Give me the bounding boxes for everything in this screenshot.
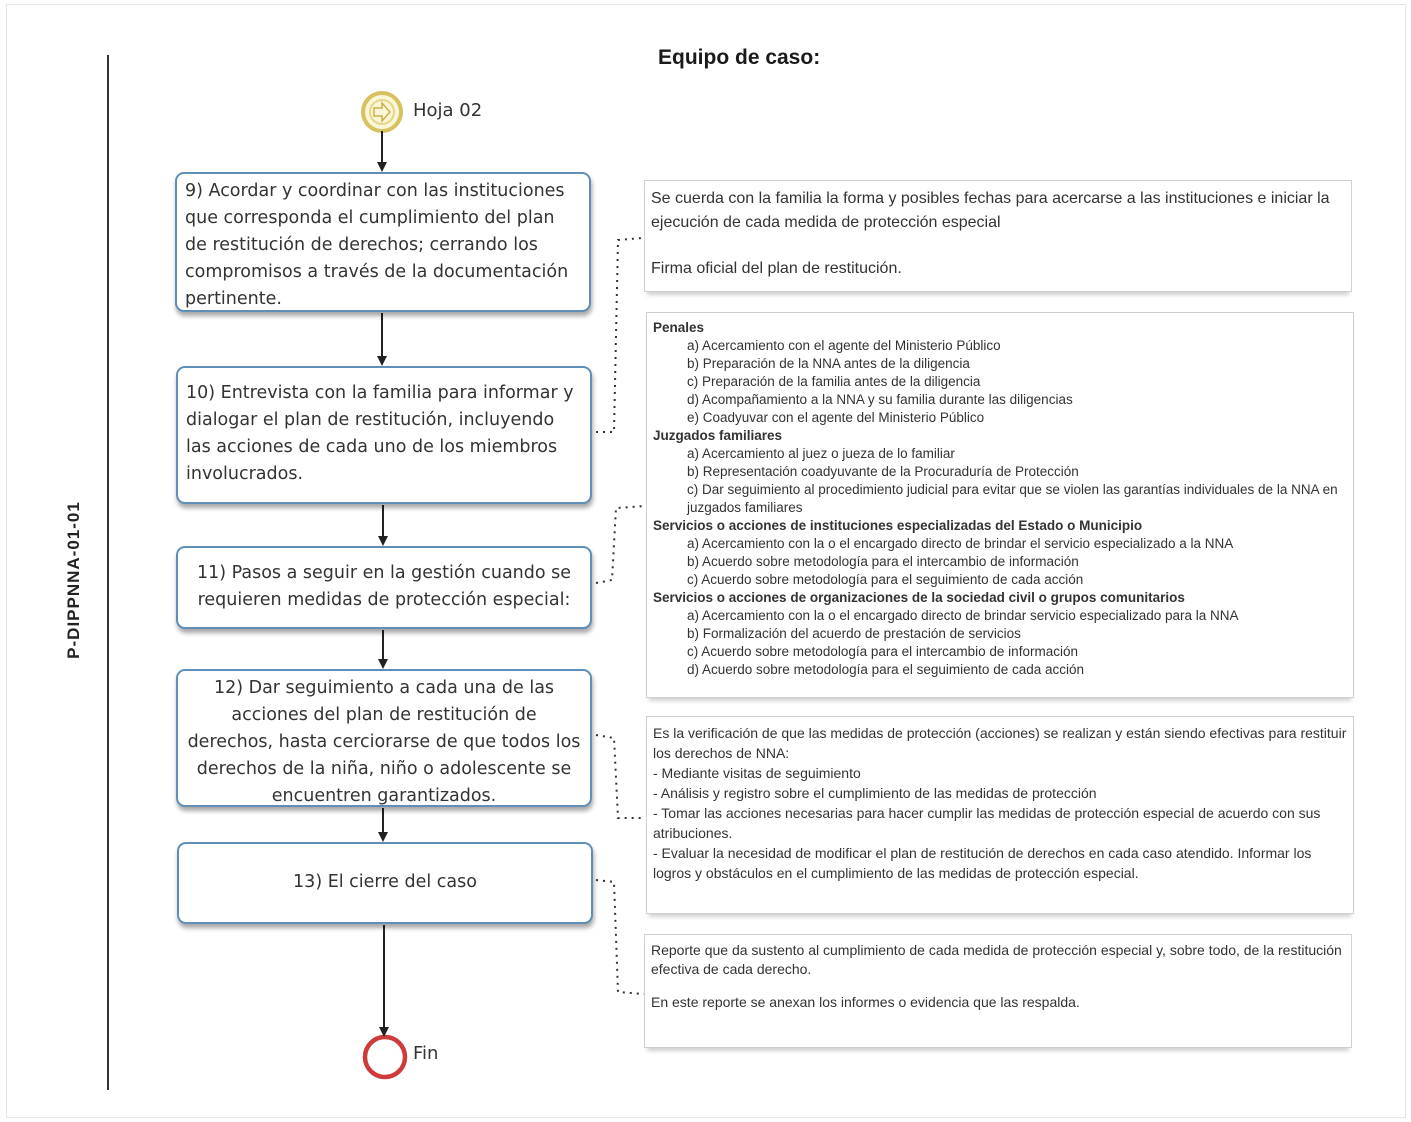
list-item: c) Acuerdo sobre metodología para el seg… [687, 572, 1084, 587]
list-item: b) Preparación de la NNA antes de la dil… [687, 356, 970, 371]
note-text: Reporte que da sustento al cumplimiento … [651, 942, 1342, 977]
note-text: Se cuerda con la familia la forma y posi… [651, 190, 1330, 231]
associations [595, 237, 647, 995]
note-closing-report: Reporte que da sustento al cumplimiento … [644, 934, 1352, 1048]
list-item: e) Coadyuvar con el agente del Ministeri… [687, 410, 985, 425]
list-item: c) Dar seguimiento al procedimiento judi… [687, 482, 1338, 515]
note-follow-up: Es la verificación de que las medidas de… [646, 716, 1354, 914]
task-step-12: 12) Dar seguimiento a cada una de las ac… [176, 669, 592, 807]
list-item: a) Acercamiento con el agente del Minist… [687, 338, 1001, 353]
section-heading: Penales [653, 320, 705, 335]
list-item: c) Preparación de la familia antes de la… [687, 374, 981, 389]
section-heading: Servicios o acciones de instituciones es… [653, 518, 1143, 533]
list-item: a) Acercamiento al juez o jueza de lo fa… [687, 446, 955, 461]
task-step-13: 13) El cierre del caso [177, 842, 593, 924]
list-item: d) Acompañamiento a la NNA y su familia … [687, 392, 1073, 407]
arrow-icon [373, 101, 392, 123]
section-heading: Juzgados familiares [653, 428, 783, 443]
list-item: - Evaluar la necesidad de modificar el p… [653, 845, 1312, 881]
association-13-note4 [595, 879, 645, 995]
list-item: d) Acuerdo sobre metodología para el seg… [687, 662, 1085, 677]
sequence-flows [377, 131, 389, 1037]
task-step-10: 10) Entrevista con la familia para infor… [176, 366, 592, 504]
list-item: - Mediante visitas de seguimiento [653, 765, 861, 781]
list-item: a) Acercamiento con la o el encargado di… [687, 536, 1234, 551]
list-item: b) Acuerdo sobre metodología para el int… [687, 554, 1079, 569]
task-step-9: 9) Acordar y coordinar con las instituci… [175, 172, 591, 312]
association-10-note1 [596, 237, 643, 433]
list-item: c) Acuerdo sobre metodología para el int… [687, 644, 1078, 659]
note-text: En este reporte se anexan los informes o… [651, 994, 1080, 1010]
association-11-note2 [595, 505, 647, 584]
end-event-label: Fin [413, 1043, 439, 1064]
start-event [361, 91, 403, 133]
section-heading: Servicios o acciones de organizaciones d… [653, 590, 1185, 605]
note-text: Firma oficial del plan de restitución. [651, 260, 902, 277]
list-item: - Tomar las acciones necesarias para hac… [653, 805, 1321, 841]
association-12-note3 [595, 734, 644, 819]
margin-rule [107, 55, 109, 1090]
task-step-11: 11) Pasos a seguir en la gestión cuando … [176, 546, 592, 629]
page-title: Equipo de caso: [658, 46, 821, 69]
start-event-label: Hoja 02 [413, 100, 483, 121]
list-item: - Análisis y registro sobre el cumplimie… [653, 785, 1097, 801]
note-plan-agreement: Se cuerda con la familia la forma y posi… [644, 180, 1352, 292]
note-protection-measures: Penales a) Acercamiento con el agente de… [646, 312, 1354, 698]
list-item: b) Formalización del acuerdo de prestaci… [687, 626, 1021, 641]
note-text: Es la verificación de que las medidas de… [653, 725, 1347, 761]
end-event [362, 1034, 408, 1080]
list-item: b) Representación coadyuvante de la Proc… [687, 464, 1079, 479]
list-item: a) Acercamiento con la o el encargado di… [687, 608, 1239, 623]
